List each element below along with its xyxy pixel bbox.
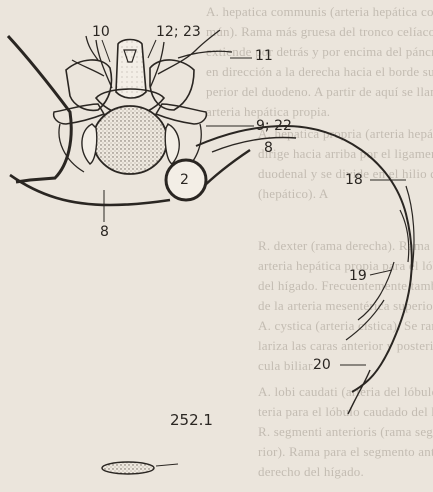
label-2: 2 [180, 172, 189, 188]
label-10: 10 [92, 24, 110, 40]
label-11: 11 [255, 48, 273, 64]
arch-branch-c [348, 370, 370, 414]
label-18: 18 [345, 172, 363, 188]
label-12-23: 12; 23 [156, 24, 201, 40]
label-8-bottom: 8 [100, 224, 109, 240]
paravertebral-muscle-right [150, 60, 194, 110]
transverse-process-left [54, 104, 104, 124]
leader-19 [370, 270, 392, 275]
leader-10 [102, 40, 110, 62]
posterior-wall-right [200, 150, 250, 190]
label-9-22: 9; 22 [256, 118, 292, 134]
small-structure-line [156, 464, 178, 466]
small-stippled-structure [102, 462, 154, 474]
arterial-arch-inner [212, 138, 296, 152]
vertebral-body [93, 106, 167, 174]
label-19: 19 [349, 268, 367, 284]
peritoneum-left-outline [8, 36, 71, 182]
paravertebral-muscle-left [66, 60, 112, 110]
label-8-right: 8 [264, 140, 273, 156]
leader-12-23 [148, 40, 156, 58]
diaphragm-crus-right [165, 124, 179, 164]
label-20: 20 [313, 357, 331, 373]
diaphragm-crus-left [82, 124, 97, 164]
figure-number: 252.1 [170, 412, 213, 428]
